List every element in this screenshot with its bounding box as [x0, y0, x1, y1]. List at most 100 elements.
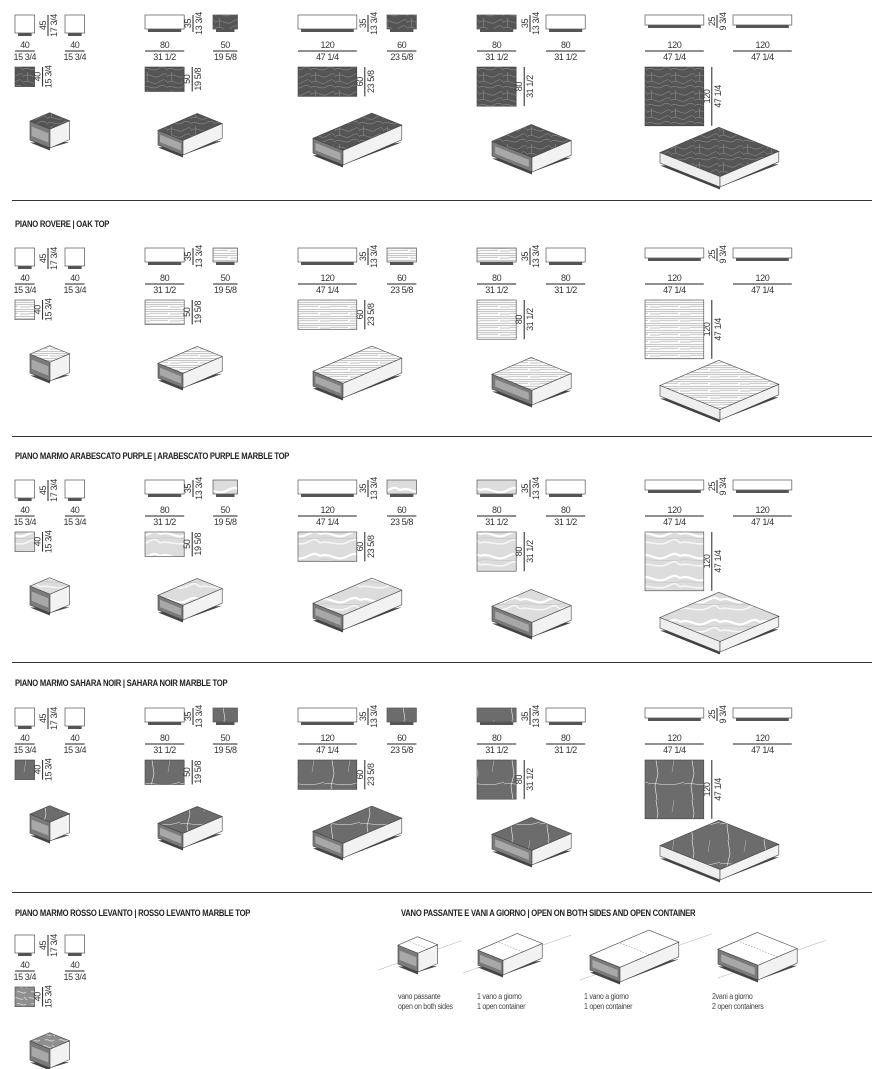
- section-title-sahara-noir: PIANO MARMO SAHARA NOIR | SAHARA NOIR MA…: [15, 678, 228, 688]
- legend-label-it: 2vani a giorno: [712, 992, 753, 1001]
- top-plan-view: [14, 531, 35, 552]
- side-elevation-plinth: [68, 726, 82, 729]
- height-cm-label: 35: [183, 252, 193, 262]
- legend-box-open-compartment: [480, 954, 501, 971]
- isometric-open-compartment: [315, 835, 341, 854]
- isometric-open-compartment: [31, 1046, 49, 1063]
- depth-cm-label: 80: [561, 273, 571, 283]
- side-elevation-plinth: [736, 25, 789, 28]
- height-inch-label: 13 3/4: [369, 477, 379, 500]
- front-elevation: [144, 707, 185, 723]
- side-elevation: [386, 247, 417, 263]
- side-elevation: [545, 247, 586, 263]
- side-elevation: [545, 707, 586, 723]
- side-elevation: [386, 14, 417, 30]
- plan-depth-cm-label: 40: [33, 305, 43, 315]
- depth-inch-label: 47 1/4: [751, 517, 774, 527]
- top-plan-view: [644, 299, 705, 360]
- height-cm-label: 25: [707, 17, 717, 27]
- width-inch-label: 47 1/4: [316, 517, 339, 527]
- legend-label-it: 1 vano a giorno: [477, 992, 522, 1001]
- front-elevation-plinth: [480, 262, 514, 265]
- front-elevation-plinth: [648, 718, 701, 721]
- width-cm-label: 120: [667, 40, 681, 50]
- front-elevation-plinth: [18, 498, 32, 501]
- depth-inch-label: 23 5/8: [390, 517, 413, 527]
- isometric-open-compartment: [315, 142, 341, 161]
- depth-inch-label: 31 1/2: [554, 517, 577, 527]
- side-elevation: [212, 14, 238, 30]
- width-inch-label: 31 1/2: [485, 52, 508, 62]
- plan-depth-cm-label: 40: [33, 72, 43, 82]
- hidden-edge: [619, 942, 650, 955]
- depth-inch-label: 23 5/8: [390, 285, 413, 295]
- side-elevation: [64, 247, 85, 267]
- top-plan-view: [476, 759, 517, 800]
- plan-depth-inch-label: 19 5/8: [193, 761, 203, 784]
- front-elevation: [476, 14, 517, 30]
- height-cm-label: 45: [38, 21, 48, 31]
- isometric-top-face: [29, 805, 71, 823]
- top-plan-view: [297, 299, 358, 330]
- plan-depth-cm-label: 120: [702, 322, 712, 336]
- plan-depth-cm-label: 120: [702, 782, 712, 796]
- plan-depth-cm-label: 80: [514, 775, 524, 785]
- section-title-oak: PIANO ROVERE | OAK TOP: [15, 219, 110, 229]
- plan-depth-inch-label: 31 1/2: [525, 540, 535, 563]
- isometric-top-face: [157, 113, 223, 141]
- height-cm-label: 25: [707, 482, 717, 492]
- width-cm-label: 40: [20, 733, 30, 743]
- isometric-top-face: [659, 126, 780, 177]
- plan-depth-inch-label: 19 5/8: [193, 68, 203, 91]
- plan-depth-inch-label: 23 5/8: [366, 535, 376, 558]
- front-elevation-plinth: [148, 29, 182, 32]
- isometric-top-face: [659, 591, 780, 642]
- width-cm-label: 80: [160, 40, 170, 50]
- width-inch-label: 47 1/4: [316, 52, 339, 62]
- width-inch-label: 15 3/4: [13, 285, 36, 295]
- side-elevation-plinth: [390, 29, 414, 32]
- section-divider: [12, 200, 872, 201]
- front-elevation: [144, 479, 185, 495]
- side-elevation: [732, 479, 793, 491]
- height-inch-label: 13 3/4: [194, 705, 204, 728]
- isometric-top-face: [659, 359, 780, 410]
- plan-depth-cm-label: 120: [702, 554, 712, 568]
- side-elevation-plinth: [549, 262, 583, 265]
- top-plan-view: [644, 759, 705, 820]
- legend-label-en: 2 open containers: [712, 1002, 764, 1011]
- hidden-edge: [737, 940, 778, 958]
- depth-inch-label: 19 5/8: [214, 745, 237, 755]
- width-cm-label: 80: [492, 733, 502, 743]
- height-inch-label: 13 3/4: [194, 12, 204, 35]
- front-elevation-plinth: [480, 29, 514, 32]
- front-elevation: [297, 247, 358, 263]
- width-cm-label: 80: [160, 733, 170, 743]
- width-cm-label: 120: [667, 273, 681, 283]
- depth-inch-label: 47 1/4: [751, 745, 774, 755]
- legend-diagram-two-open-containers: [717, 932, 827, 983]
- plan-depth-inch-label: 15 3/4: [44, 758, 54, 781]
- side-elevation: [64, 479, 85, 499]
- depth-cm-label: 40: [70, 40, 80, 50]
- legend-diagram-open-container-80: [462, 933, 572, 978]
- top-plan-view: [144, 66, 185, 92]
- top-plan-view: [297, 66, 358, 97]
- height-inch-label: 13 3/4: [369, 12, 379, 35]
- top-plan-view: [14, 66, 35, 87]
- depth-cm-label: 40: [70, 273, 80, 283]
- isometric-top-face: [157, 806, 223, 834]
- width-cm-label: 80: [492, 273, 502, 283]
- legend-box-top-face: [397, 936, 439, 954]
- isometric-open-compartment: [31, 819, 49, 836]
- height-inch-label: 17 3/4: [49, 707, 59, 730]
- front-elevation: [14, 14, 35, 34]
- side-elevation: [64, 934, 85, 954]
- front-elevation-plinth: [148, 262, 182, 265]
- depth-cm-label: 120: [755, 40, 769, 50]
